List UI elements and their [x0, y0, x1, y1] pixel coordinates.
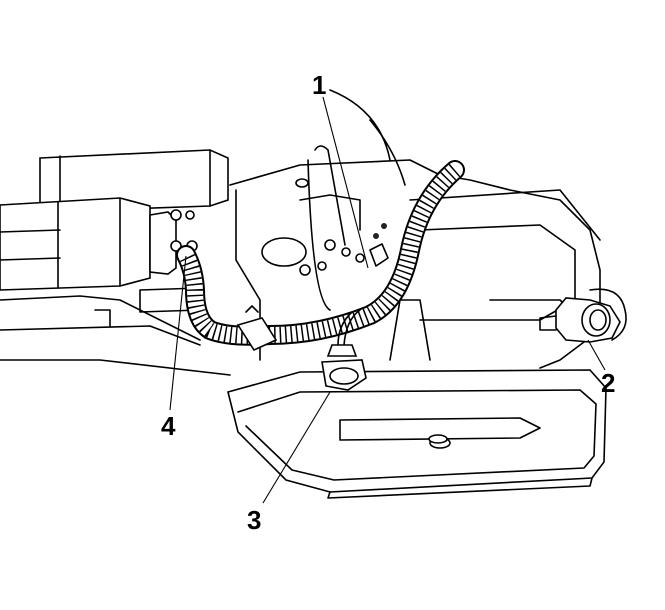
callout-1: 1 [312, 70, 327, 100]
callout-4: 4 [161, 411, 176, 441]
transmission-oil-pan [227, 369, 607, 499]
callout-leaders [169, 96, 606, 504]
starter-motor [0, 149, 231, 376]
callout-3: 3 [247, 505, 262, 535]
sensor-connector [321, 309, 367, 391]
callout-2: 2 [601, 368, 616, 398]
harness-bracket [299, 145, 389, 311]
vehicle-speed-sensor [539, 288, 627, 343]
wiring-harness [176, 160, 465, 352]
transmission-case [229, 89, 601, 369]
